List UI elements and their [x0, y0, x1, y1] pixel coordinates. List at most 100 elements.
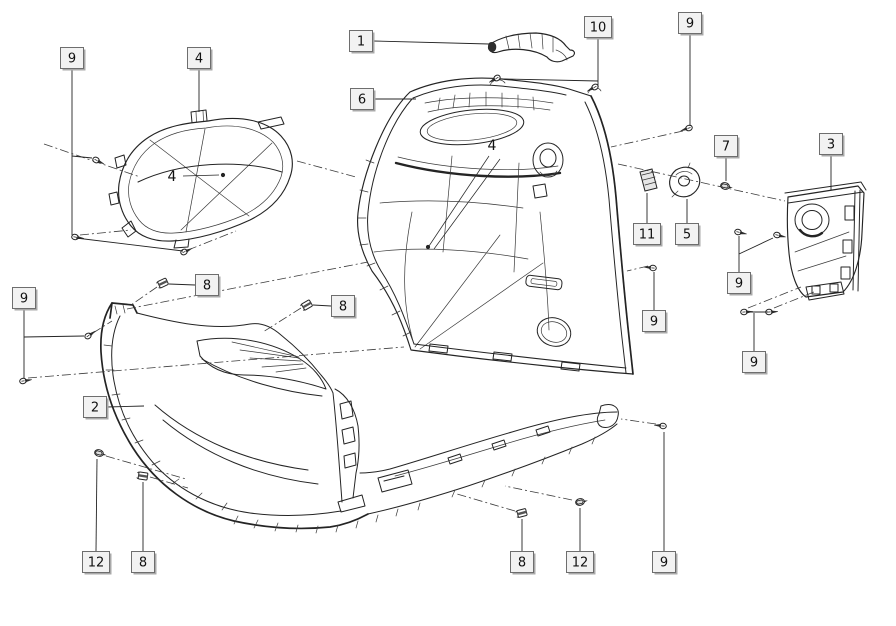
screw-fastener — [740, 308, 754, 316]
callout-leader-line — [75, 237, 184, 252]
callout-9: 9 — [60, 47, 184, 252]
callout-number: 2 — [91, 401, 99, 416]
alignment-guide-line — [105, 455, 187, 480]
callout-10: 10 — [502, 16, 614, 87]
callout-9: 9 — [12, 287, 85, 378]
callout-4: 4 — [187, 47, 213, 112]
callout-box — [350, 88, 374, 110]
part-outline-garnish-strip — [487, 32, 575, 63]
callout-number: 9 — [735, 277, 743, 292]
callout-box — [60, 47, 84, 69]
callout-8: 8 — [131, 482, 157, 575]
screw-fastener — [587, 83, 599, 92]
alignment-guide-line — [620, 418, 657, 425]
callout-number: 9 — [660, 556, 668, 571]
callout-3: 3 — [819, 133, 845, 190]
part-outline-lower-cover — [100, 302, 619, 534]
callout-5: 5 — [675, 199, 701, 247]
callout-12: 12 — [566, 508, 596, 575]
callout-leader-line — [738, 237, 774, 255]
callout-number: 9 — [686, 17, 694, 32]
callout-box — [642, 310, 666, 332]
callout-number: 5 — [683, 228, 691, 243]
callout-leader-line — [312, 304, 332, 307]
callout-box — [584, 16, 612, 38]
callout-9: 9 — [652, 432, 678, 575]
alignment-guide-line — [610, 130, 684, 148]
alignment-guide-line — [130, 286, 158, 306]
parts-layer — [100, 32, 867, 534]
screw-fastener — [773, 231, 786, 239]
callout-number: 9 — [750, 356, 758, 371]
callout-box — [714, 135, 738, 157]
callout-2: 2 — [83, 396, 145, 420]
bolt-fastener — [720, 182, 733, 190]
callout-box — [349, 30, 373, 52]
callout-number: 8 — [203, 279, 211, 294]
callout-leader-line — [23, 335, 85, 338]
callout-7: 7 — [714, 135, 740, 181]
alignment-guide-line — [79, 229, 132, 236]
callout-1: 1 — [349, 30, 490, 54]
callout-box — [187, 47, 211, 69]
callout-11: 11 — [633, 193, 663, 247]
alignment-guide-line — [262, 307, 302, 333]
callout-leader-line — [168, 283, 196, 286]
callout-box — [742, 351, 766, 373]
callout-box — [675, 223, 699, 245]
callout-leader-line — [95, 458, 98, 552]
callout-9: 9 — [678, 12, 704, 126]
callout-8: 8 — [312, 295, 357, 319]
callout-number: 8 — [518, 556, 526, 571]
callout-number: 8 — [339, 300, 347, 315]
callout-box — [566, 551, 594, 573]
callout-number: 6 — [358, 93, 366, 108]
fasteners-layer — [19, 74, 786, 518]
alignment-guide-line — [617, 163, 786, 202]
inline-label-leader-line — [182, 174, 220, 177]
inline-label-leader-line — [428, 155, 490, 247]
guide-lines-layer — [27, 130, 815, 512]
callout-number: 12 — [88, 556, 105, 571]
callout-9: 9 — [642, 272, 668, 334]
alignment-guide-line — [149, 476, 189, 489]
callout-box — [82, 551, 110, 573]
callout-box — [678, 12, 702, 34]
callout-leader-line — [71, 155, 93, 159]
bolt-fastener — [94, 449, 107, 457]
callout-leader-line — [106, 405, 145, 408]
part-outline-headlight-case — [108, 109, 293, 249]
alignment-guide-line — [456, 493, 516, 512]
callout-9: 9 — [727, 236, 774, 296]
screw-fastener — [734, 228, 747, 236]
callout-box — [131, 551, 155, 573]
alignment-guide-line — [504, 485, 573, 501]
callout-8: 8 — [168, 274, 221, 298]
part-outline-leg-shield-panel — [357, 77, 634, 375]
inline-part-label: 4 — [425, 138, 501, 250]
screw-fastener — [19, 377, 32, 385]
inline-label-text: 4 — [488, 138, 497, 154]
screw-fastener — [84, 330, 96, 340]
callout-9: 9 — [742, 311, 768, 375]
callout-number: 4 — [195, 52, 203, 67]
clip-fastener — [156, 277, 169, 289]
bolt-fastener — [575, 498, 588, 506]
callout-number: 12 — [572, 556, 589, 571]
screw-fastener — [644, 264, 657, 272]
callout-box — [331, 295, 355, 317]
callout-box — [652, 551, 676, 573]
alignment-guide-line — [747, 286, 802, 309]
inline-labels-layer: 44 — [168, 138, 501, 250]
alignment-guide-line — [296, 160, 357, 178]
screw-fastener — [92, 156, 105, 165]
callout-box — [727, 272, 751, 294]
inline-label-dot — [220, 172, 226, 178]
screw-fastener — [489, 74, 501, 83]
inline-label-dot — [425, 244, 431, 250]
callout-number: 3 — [827, 138, 835, 153]
clip-fastener — [300, 299, 313, 311]
